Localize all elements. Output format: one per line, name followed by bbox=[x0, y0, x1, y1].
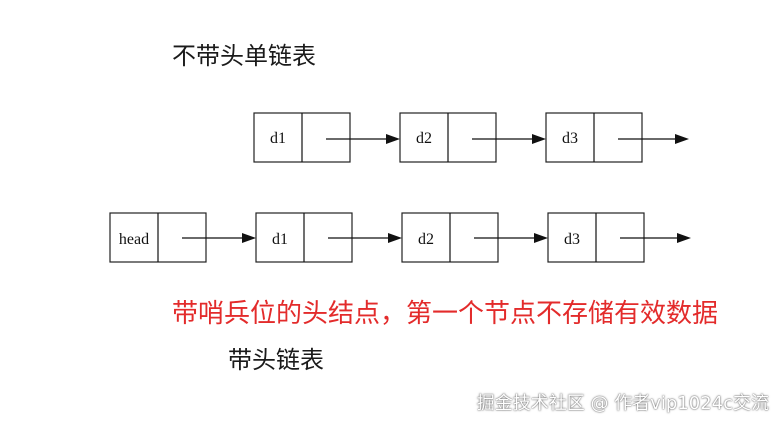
node-label: d1 bbox=[272, 231, 288, 248]
pointer-arrow bbox=[328, 233, 402, 243]
node-label: d3 bbox=[564, 231, 580, 248]
pointer-arrow-null bbox=[620, 233, 691, 243]
node-label: d3 bbox=[562, 130, 578, 147]
list-with-head: head d1 d2 d3 bbox=[109, 212, 691, 263]
pointer-arrow bbox=[472, 134, 546, 144]
node-label: d1 bbox=[270, 130, 286, 147]
title-without-head-list: 不带头单链表 bbox=[172, 42, 316, 70]
watermark: 掘金技术社区 @ 作者vip1024c交流 bbox=[476, 393, 769, 414]
pointer-arrow bbox=[326, 134, 400, 144]
node-label: d2 bbox=[416, 130, 432, 147]
sentinel-note: 带哨兵位的头结点，第一个节点不存储有效数据 bbox=[172, 299, 719, 329]
node-d3: d3 bbox=[545, 112, 643, 163]
node-label: d2 bbox=[418, 231, 434, 248]
title-with-head-list: 带头链表 bbox=[228, 346, 324, 374]
pointer-arrow-null bbox=[618, 134, 689, 144]
list-without-head: d1 d2 d3 bbox=[253, 112, 689, 163]
node-label: head bbox=[119, 231, 149, 248]
pointer-arrow bbox=[474, 233, 548, 243]
pointer-arrow bbox=[182, 233, 256, 243]
node-d1: d1 bbox=[253, 112, 351, 163]
node-d2: d2 bbox=[399, 112, 497, 163]
